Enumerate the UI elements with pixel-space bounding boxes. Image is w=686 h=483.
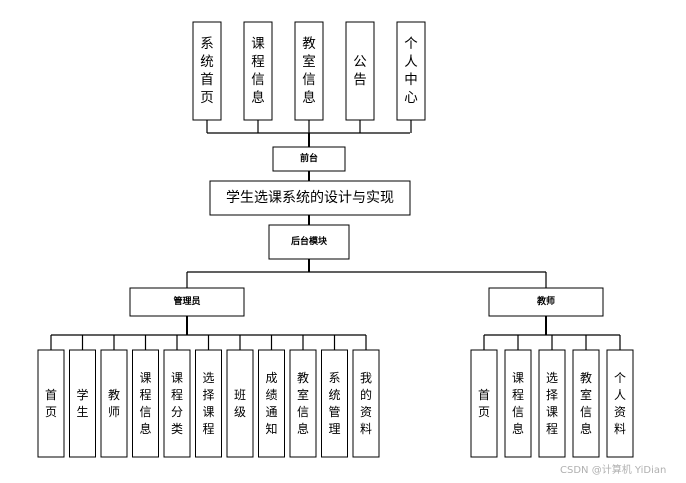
frontend-item-label: 公告 [353,54,367,88]
frontend-item-box [345,21,375,121]
admin-node: 管理员 [129,287,245,317]
frontend-item-box [294,21,324,121]
teacher-items: 首页 课程信息 选择课程 教室信息 个人资料 [470,335,634,458]
admin-item-label: 学生 [76,387,88,419]
admin-item-box [100,349,128,458]
frontend-item-box [192,21,222,121]
admin-item-label: 首页 [45,388,57,419]
admin-item-box [258,349,285,458]
admin-item-box [352,349,380,458]
system-title-node: 学生选课系统的设计与实现 [209,180,411,216]
frontend-item-label: 课程信息 [251,36,265,106]
frontend-item-box [396,21,426,121]
watermark: CSDN @计算机 YiDian [560,463,666,476]
teacher-item-box [572,349,600,458]
frontend-item-box [243,21,273,121]
backend-node: 后台模块 [268,224,350,260]
admin-label: 管理员 [173,295,200,307]
admin-item-box [289,349,317,458]
teacher-item-box [504,349,532,458]
teacher-item-label: 选择课程 [546,371,558,436]
teacher-item-label: 教室信息 [580,370,592,436]
admin-item-label: 选择课程 [202,371,214,436]
admin-item-box [226,349,254,458]
frontend-item-label: 个人中心 [404,36,418,106]
frontend-items: 系统首页 课程信息 教室信息 公告 个人中心 [192,21,426,133]
admin-item-box [163,349,191,458]
system-title: 学生选课系统的设计与实现 [226,190,394,206]
admin-item-box [321,349,348,458]
admin-item-box [37,349,65,458]
admin-item-label: 课程信息 [139,371,151,436]
frontend-item-label: 教室信息 [302,36,316,106]
teacher-item-box [470,349,498,458]
admin-item-box [69,349,96,458]
teacher-label: 教师 [536,295,555,307]
teacher-item-box [538,349,566,458]
teacher-item-label: 首页 [478,388,490,419]
teacher-item-label: 课程信息 [512,371,524,436]
frontend-label: 前台 [300,152,318,164]
admin-item-label: 我的资料 [360,371,372,436]
admin-item-label: 成绩通知 [265,371,277,436]
backend-label: 后台模块 [291,235,328,247]
admin-item-label: 系统管理 [328,371,340,436]
admin-item-label: 教室信息 [297,370,309,436]
teacher-item-box [606,349,634,458]
admin-item-label: 班级 [234,388,246,419]
frontend-node: 前台 [272,146,346,172]
admin-item-label: 教师 [108,387,120,419]
teacher-item-label: 个人资料 [614,371,626,436]
admin-item-label: 课程分类 [171,371,183,436]
teacher-node: 教师 [488,287,604,317]
admin-item-box [132,349,159,458]
frontend-item-label: 系统首页 [200,36,214,106]
admin-item-box [195,349,222,458]
